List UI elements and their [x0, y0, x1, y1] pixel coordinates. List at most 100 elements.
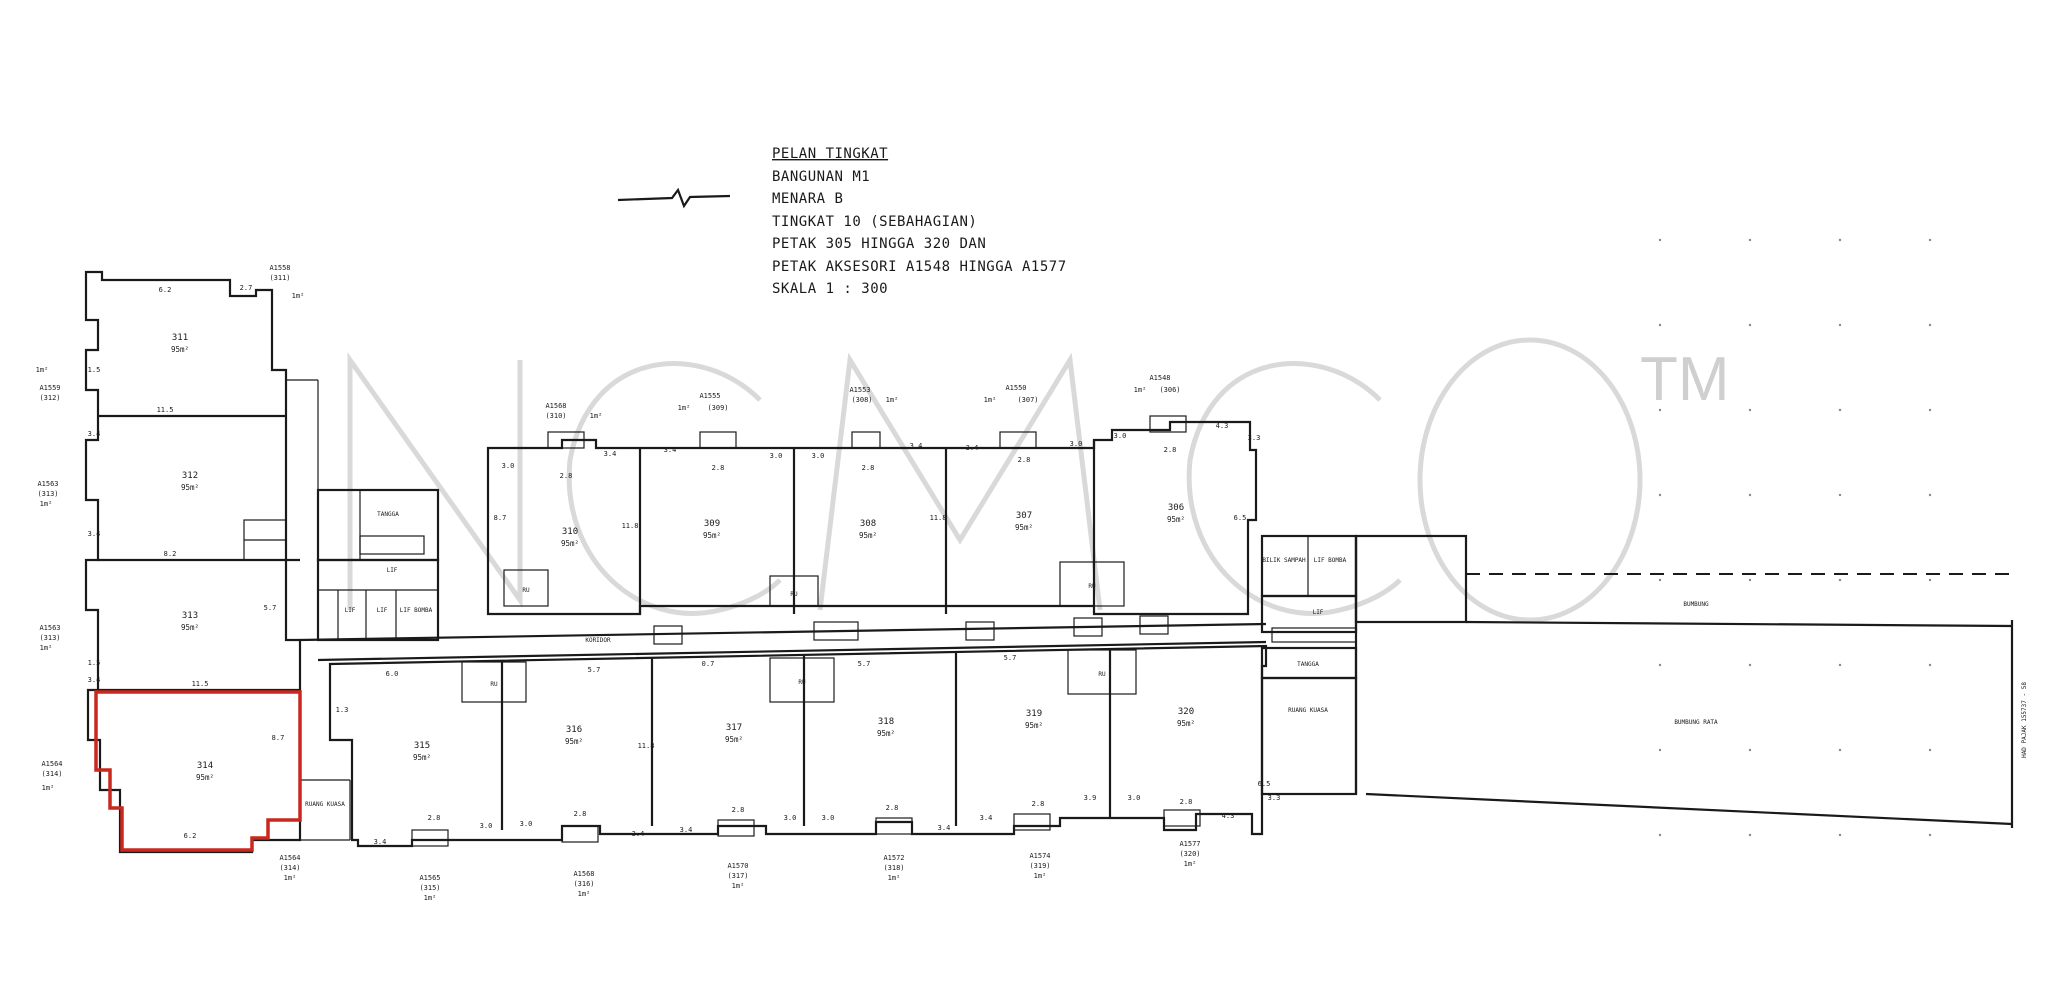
dim-319-b: 3.4 — [980, 814, 993, 822]
unit-309-area: 95m² — [703, 531, 721, 540]
dim-316-b: 3.0 — [520, 820, 533, 828]
unit-308-no: 308 — [860, 519, 876, 529]
grid-dot — [1928, 833, 1932, 837]
unit-313-area: 95m² — [181, 623, 199, 632]
acc-a1563b-unit: (313) — [39, 634, 60, 642]
acc-a1570-code: A1570 — [727, 862, 748, 870]
title-line-2: BANGUNAN M1 — [772, 169, 870, 185]
acc-a1548-code: A1548 — [1149, 374, 1170, 382]
title-line-6: PETAK AKSESORI A1548 HINGGA A1577 — [772, 259, 1067, 275]
acc-a1548-unit: (306) — [1159, 386, 1180, 394]
grid-dot — [1748, 493, 1752, 497]
grid-dot — [1928, 578, 1932, 582]
grid-dot — [1658, 578, 1662, 582]
dim-left-15b: 1.5 — [88, 659, 101, 667]
acc-a1570-unit: (317) — [727, 872, 748, 880]
title-line-7: SKALA 1 : 300 — [772, 281, 888, 297]
room-lif-a-label: LIF — [345, 607, 356, 614]
ru-label-2: RU — [790, 591, 798, 598]
top-row: 310 95m² 309 95m² 308 95m² 307 95m² 306 … — [486, 374, 1261, 616]
grid-dot — [1748, 238, 1752, 242]
grid-dot — [1928, 323, 1932, 327]
unit-311-no: 311 — [172, 333, 188, 343]
grid-dot — [1658, 748, 1662, 752]
watermark: TM — [347, 337, 1730, 623]
acc-a1563-area: 1m² — [40, 500, 53, 508]
acc-a1559-unit: (312) — [39, 394, 60, 402]
unit-312-no: 312 — [182, 471, 198, 481]
unit-316-no: 316 — [566, 725, 582, 735]
dim-317-d: 3.0 — [784, 814, 797, 822]
grid-dot — [1748, 408, 1752, 412]
room-tangga-label: TANGGA — [377, 511, 399, 518]
room-kuasa-left: RUANG KUASA — [305, 801, 345, 808]
grid-marks — [1658, 238, 1932, 837]
dim-left-34b: 3.4 — [88, 530, 101, 538]
dim-310-b: 2.8 — [560, 472, 573, 480]
dim-318-b: 3.0 — [822, 814, 835, 822]
dim-316-a: 5.7 — [588, 666, 601, 674]
dim-320-c: 4.3 — [1222, 812, 1235, 820]
grid-dot — [1658, 663, 1662, 667]
dim-309-a: 3.4 — [664, 446, 677, 454]
dim-309-c: 3.0 — [770, 452, 783, 460]
tangga-right-label: TANGGA — [1297, 661, 1319, 668]
dim-306-d: 3.3 — [1248, 434, 1261, 442]
acc-a1553-unit: (308) — [851, 396, 872, 404]
grid-dot — [1838, 408, 1842, 412]
dim-left-34a: 3.4 — [88, 430, 101, 438]
dim-319-c: 2.8 — [1032, 800, 1045, 808]
dim-310-c: 3.4 — [604, 450, 617, 458]
dim-306-a: 3.0 — [1114, 432, 1127, 440]
ru-label-6: RU — [1098, 671, 1106, 678]
acc-a1558-area: 1m² — [292, 292, 305, 300]
unit-319-no: 319 — [1026, 709, 1042, 719]
acc-a1558-code: A1558 — [269, 264, 290, 272]
dim-311-top: 6.2 — [159, 286, 172, 294]
acc-a1559-code: A1559 — [39, 384, 60, 392]
acc-a1577-area: 1m² — [1184, 860, 1197, 868]
unit-314-no: 314 — [197, 761, 213, 771]
dim-308-a: 3.0 — [812, 452, 825, 460]
unit-311-area: 95m² — [171, 345, 189, 354]
dim-310-d: 8.7 — [494, 514, 507, 522]
dim-320-b: 2.8 — [1180, 798, 1193, 806]
acc-a1558-unit: (311) — [269, 274, 290, 282]
acc-a1568-unit: (310) — [545, 412, 566, 420]
grid-dot — [1658, 833, 1662, 837]
grid-dot — [1838, 833, 1842, 837]
dim-308-b: 2.8 — [862, 464, 875, 472]
dim-315-b: 3.4 — [374, 838, 387, 846]
dim-313-top: 8.2 — [164, 550, 177, 558]
acc-a1574-area: 1m² — [1034, 872, 1047, 880]
dim-314-bottom: 6.2 — [184, 832, 197, 840]
title-line-5: PETAK 305 HINGGA 320 DAN — [772, 236, 986, 252]
acc-a1565-area: 1m² — [424, 894, 437, 902]
ru-label-5: RU — [798, 679, 806, 686]
grid-dot — [1658, 408, 1662, 412]
grid-dot — [1838, 748, 1842, 752]
unit-306-no: 306 — [1168, 503, 1184, 513]
dim-318-c: 2.8 — [886, 804, 899, 812]
unit-314-area: 95m² — [196, 773, 214, 782]
room-lif-bomba-label: LIF BOMBA — [400, 607, 433, 614]
acc-a1574-unit: (319) — [1029, 862, 1050, 870]
acc-a1577-code: A1577 — [1179, 840, 1200, 848]
dim-317-b: 3.4 — [680, 826, 693, 834]
dim-315-d: 3.0 — [480, 822, 493, 830]
acc-a1564-unit: (314) — [41, 770, 62, 778]
acc-a1563-unit: (313) — [37, 490, 58, 498]
room-lif-label: LIF — [387, 567, 398, 574]
acc-a1564-area: 1m² — [42, 784, 55, 792]
title-line-1: PELAN TINGKAT — [772, 146, 888, 162]
grid-dot — [1838, 323, 1842, 327]
unit-310-area: 95m² — [561, 539, 579, 548]
unit-309-no: 309 — [704, 519, 720, 529]
acc-a1559-area: 1m² — [36, 366, 49, 374]
dim-left-27: 2.7 — [240, 284, 253, 292]
acc-a1568-code: A1568 — [545, 402, 566, 410]
dim-left-15a: 1.5 — [88, 366, 101, 374]
bumbung-rata-label: BUMBUNG RATA — [1674, 719, 1718, 726]
acc-a1565-code: A1565 — [419, 874, 440, 882]
dim-317-c: 2.8 — [732, 806, 745, 814]
